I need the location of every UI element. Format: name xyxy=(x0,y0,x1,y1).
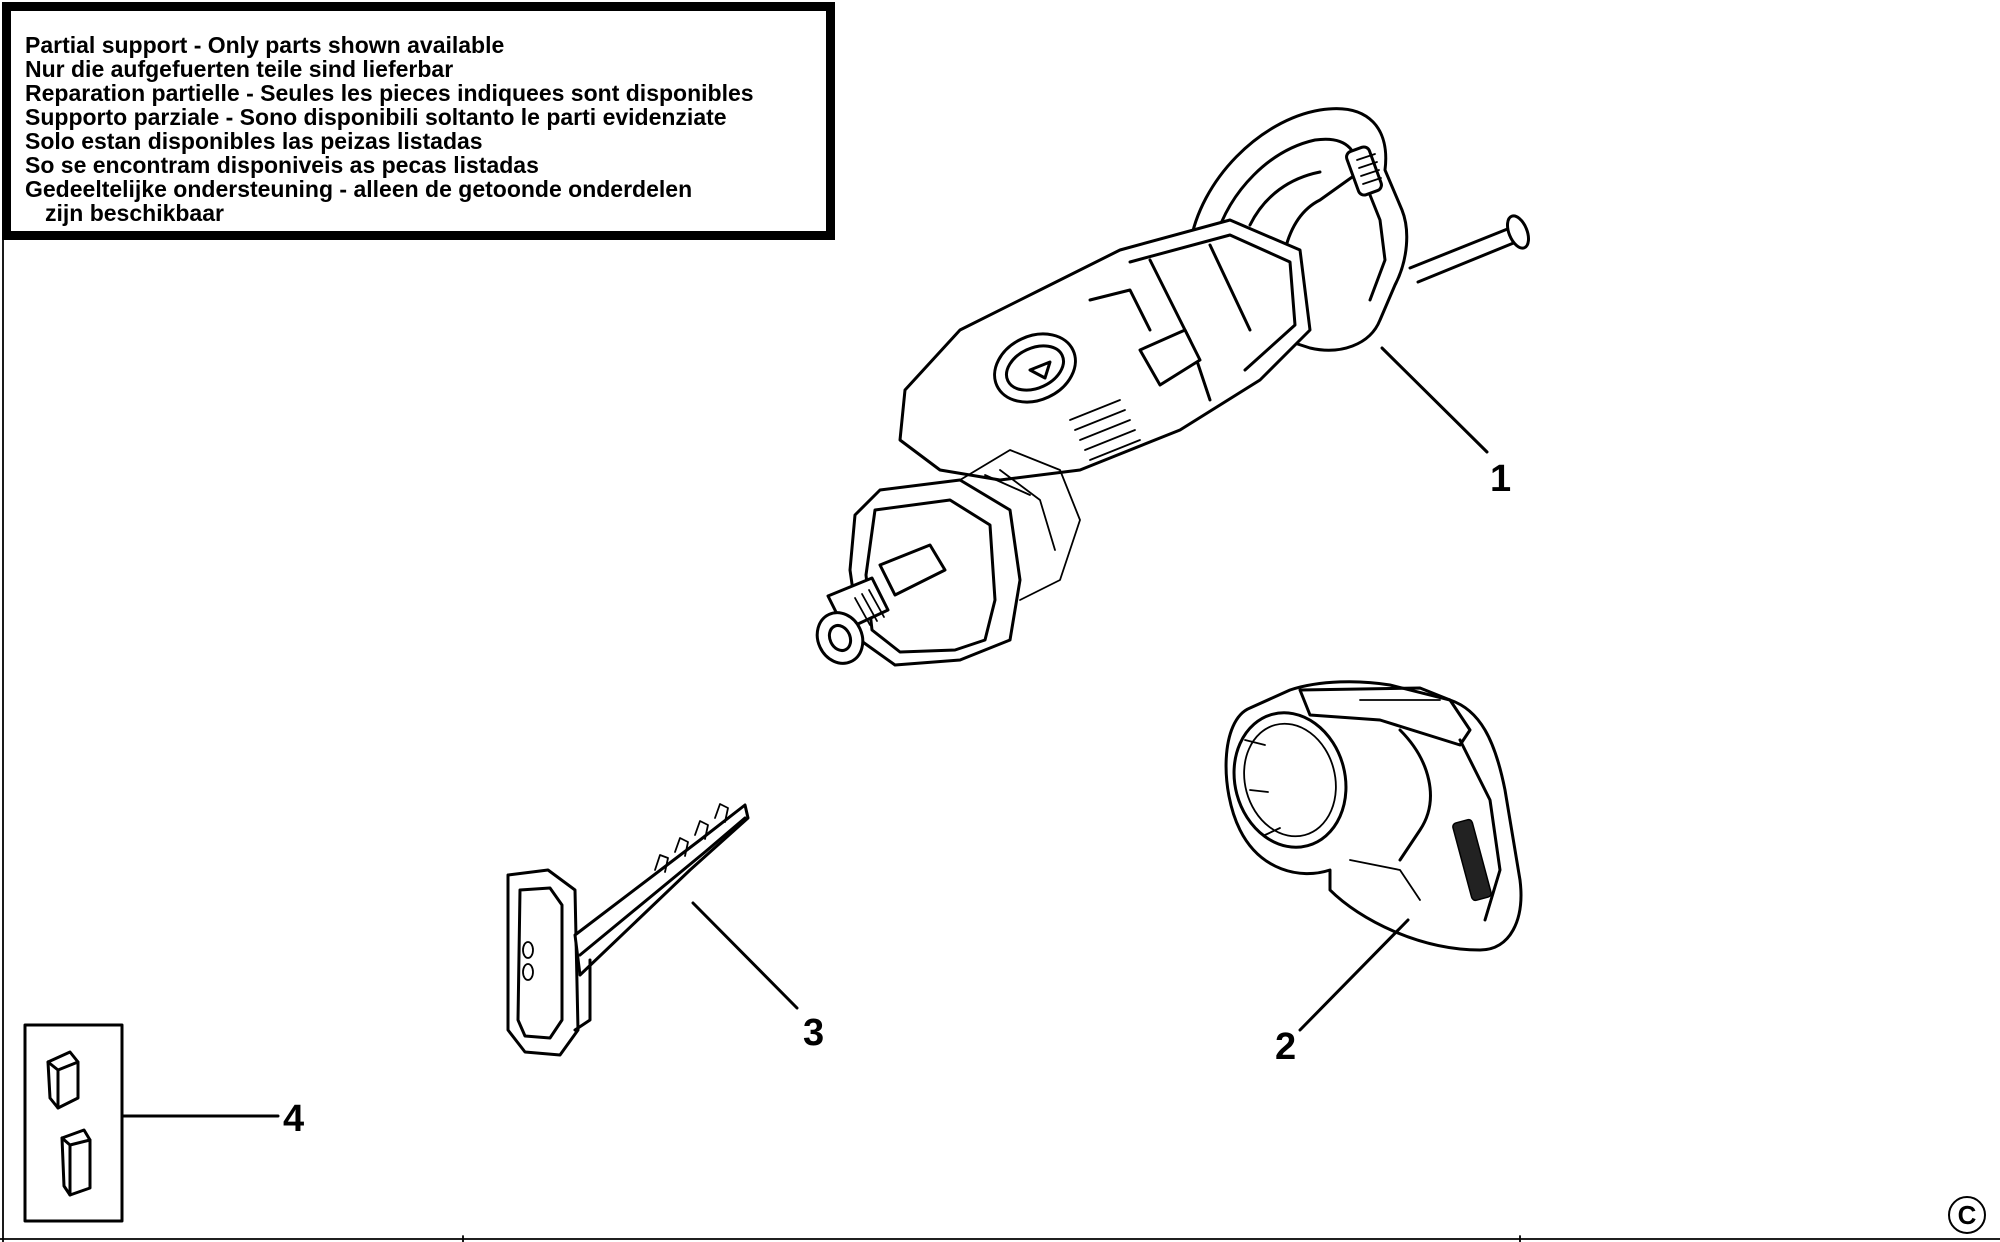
shoe-arm xyxy=(573,803,750,977)
callout-number-4: 4 xyxy=(283,1098,305,1140)
notice-line-dutch-continued: zijn beschikbaar xyxy=(45,200,224,226)
power-cord xyxy=(1408,226,1512,270)
notice-line-italian: Supporto parziale - Sono disponibili sol… xyxy=(25,104,727,130)
brush-frame xyxy=(23,1023,124,1223)
leader-line-2 xyxy=(1298,918,1410,1032)
carbon-brush-upper xyxy=(46,1050,80,1110)
leader-line-3 xyxy=(691,901,799,1010)
copyright-mark: C xyxy=(1948,1196,1986,1234)
motor-housing xyxy=(898,218,1312,482)
notice-line-english: Partial support - Only parts shown avail… xyxy=(25,32,505,58)
partial-support-notice: Partial support - Only parts shown avail… xyxy=(2,2,835,240)
part-2-handle-cover xyxy=(1224,680,1523,952)
callout-number-3: 3 xyxy=(803,1012,825,1054)
handle-cover-outline xyxy=(1224,680,1523,952)
leader-line-1 xyxy=(1380,346,1489,454)
notice-line-german: Nur die aufgefuerten teile sind lieferba… xyxy=(25,56,454,82)
callout-number-2: 2 xyxy=(1275,1026,1297,1068)
notice-line-dutch: Gedeeltelijke ondersteuning - alleen de … xyxy=(25,176,693,202)
notice-line-spanish: Solo estan disponibles las peizas listad… xyxy=(25,128,483,154)
part-4-carbon-brushes xyxy=(23,1023,124,1223)
part-3-blade-shoe xyxy=(506,803,750,1057)
part-1-tool-body xyxy=(815,107,1530,667)
notice-line-portuguese: So se encontram disponiveis as pecas lis… xyxy=(25,152,539,178)
notice-line-french: Reparation partielle - Seules les pieces… xyxy=(25,80,754,106)
callout-number-1: 1 xyxy=(1490,458,1512,500)
